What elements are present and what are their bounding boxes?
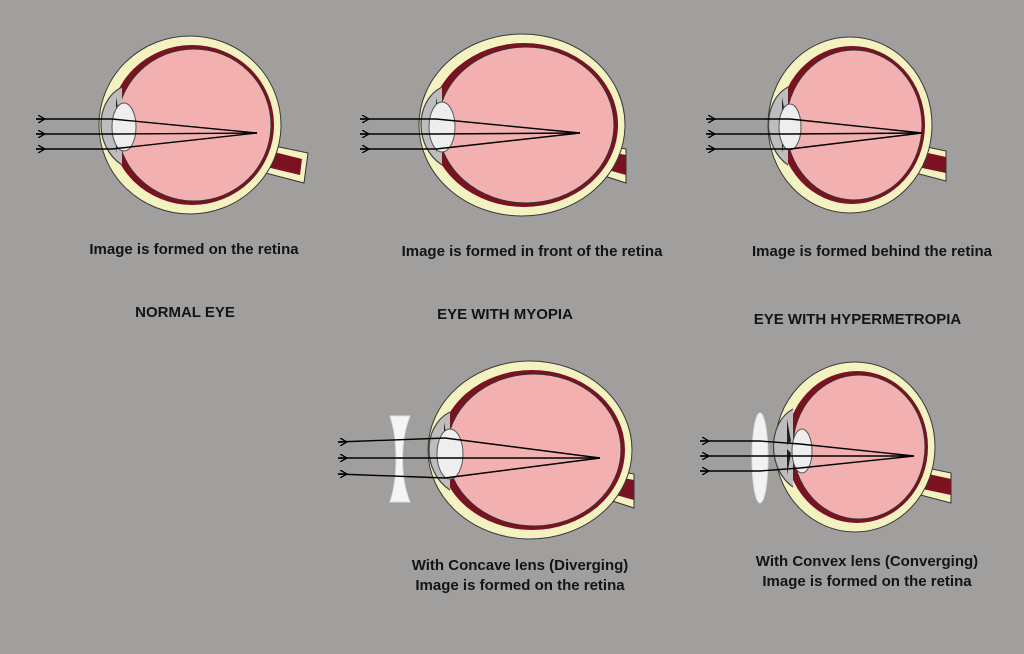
- myopia-title: EYE WITH MYOPIA: [437, 306, 573, 323]
- hypermetropia-eye-diagram: [706, 36, 947, 214]
- concave-caption-line-2: Image is formed on the retina: [415, 577, 625, 594]
- light-rays: [36, 119, 258, 149]
- myopia-eye-diagram: [360, 33, 627, 217]
- eye-lens: [791, 428, 813, 474]
- concave-lens: [389, 415, 411, 503]
- myopia-corrected-diagram: [337, 360, 635, 540]
- hypermetropia-title: EYE WITH HYPERMETROPIA: [753, 311, 962, 328]
- myopia-caption: Image is formed in front of the retina: [401, 243, 663, 260]
- cornea: [773, 408, 794, 488]
- concave-caption-line-1: With Concave lens (Diverging): [411, 557, 629, 574]
- convex-caption-line-2: Image is formed on the retina: [762, 573, 972, 590]
- light-rays: [337, 437, 601, 479]
- vitreous-humour: [116, 48, 272, 202]
- convex-caption-line-1: With Convex lens (Converging): [755, 553, 979, 570]
- light-rays: [700, 441, 915, 471]
- vitreous-humour: [792, 374, 926, 520]
- iris: [787, 419, 791, 475]
- eye-lens: [111, 102, 137, 152]
- light-rays: [360, 119, 581, 149]
- hypermetropia-caption: Image is formed behind the retina: [751, 243, 993, 260]
- convex-lens: [751, 412, 769, 504]
- eye-lens: [436, 428, 464, 480]
- eye-lens: [428, 101, 456, 153]
- eye-lens: [778, 103, 802, 151]
- normal-eye-caption: Image is formed on the retina: [89, 241, 299, 258]
- vitreous-humour: [785, 49, 923, 201]
- normal-eye-title: NORMAL EYE: [135, 304, 235, 321]
- normal-eye-diagram: [36, 35, 309, 215]
- light-rays: [706, 119, 923, 149]
- hypermetropia-corrected-diagram: [700, 361, 952, 533]
- vitreous-humour: [437, 46, 615, 204]
